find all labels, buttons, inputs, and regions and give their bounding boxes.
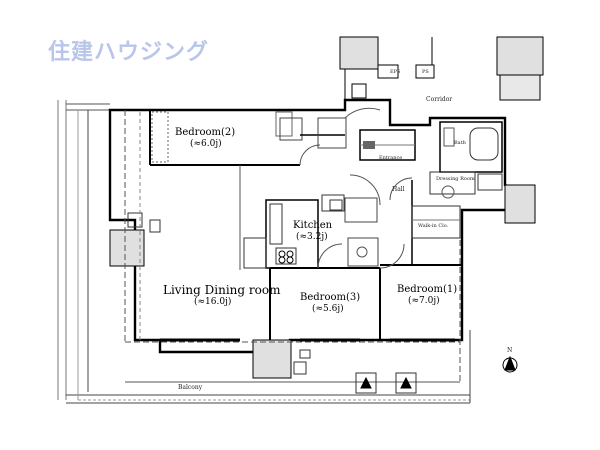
bathtub: [469, 127, 499, 161]
label-bedroom2-area: (≈6.0j): [190, 139, 222, 149]
bath-room: [439, 121, 503, 173]
ps-box: [415, 64, 435, 79]
label-bedroom3-name: Bedroom(3): [300, 292, 361, 303]
label-walkin-closet: Walk-in Clo.: [418, 223, 449, 229]
shaft-block-left: [339, 36, 379, 70]
watermark-logo: 住建ハウジング: [48, 40, 210, 65]
label-corridor: Corridor: [426, 96, 453, 103]
label-hall: Hall: [392, 186, 405, 193]
shaft-block-east: [504, 184, 536, 224]
label-bedroom1-area: (≈7.0j): [408, 296, 440, 306]
column-left: [109, 229, 145, 267]
label-bedroom1-name: Bedroom(1): [397, 284, 458, 295]
label-bedroom3-area: (≈5.6j): [312, 304, 344, 314]
label-living-name: Living Dining room: [163, 283, 281, 297]
north-arrow-label: N: [507, 347, 513, 354]
label-ps: PS: [422, 69, 429, 75]
label-eps: EPS: [390, 69, 401, 75]
label-bedroom2-name: Bedroom(2): [175, 127, 236, 138]
label-entrance: Entrance: [379, 155, 403, 161]
column-bottom: [252, 339, 292, 379]
label-living-area: (≈16.0j): [194, 297, 232, 307]
eps-box: [377, 64, 399, 79]
closet-bedroom2: [279, 117, 303, 141]
label-kitchen-name: Kitchen: [293, 220, 333, 231]
label-balcony: Balcony: [178, 384, 203, 391]
meter-box: [351, 83, 367, 99]
label-kitchen-area: (≈3.2j): [296, 232, 328, 242]
shaft-block-right: [496, 36, 544, 76]
shaft-block-right-lower: [499, 74, 541, 101]
label-dressing: Dressing Room: [436, 176, 475, 182]
label-bath: Bath: [454, 140, 466, 146]
